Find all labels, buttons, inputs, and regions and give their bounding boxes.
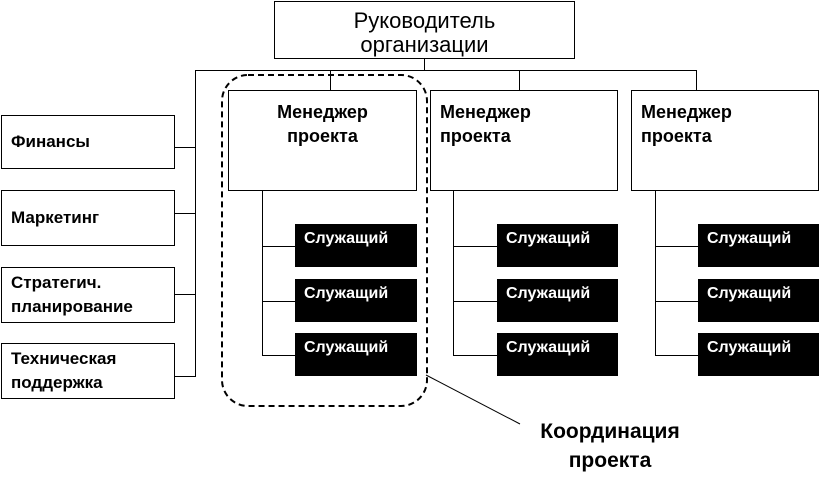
employee-box: Служащий [497, 279, 618, 322]
employee-box: Служащий [497, 333, 618, 376]
manager-label-line-1: Менеджер [277, 102, 368, 122]
department-support-box: Техническая поддержка [1, 343, 175, 399]
project-manager-box: Менеджер проекта [228, 90, 417, 191]
connector-top-bus [195, 70, 697, 71]
connector-team1-branch [262, 355, 296, 356]
connector-dept-4 [174, 376, 196, 377]
manager-label-line-2: проекта [641, 126, 712, 146]
department-finance-box: Финансы [1, 115, 175, 169]
connector-dept-spine [195, 70, 196, 377]
employee-box: Служащий [295, 279, 417, 322]
connector-head-down [424, 58, 425, 71]
connector-dept-1 [174, 147, 196, 148]
department-label-line-1: Техническая [11, 349, 117, 368]
manager-label-line-2: проекта [440, 126, 511, 146]
connector-team1-branch [262, 246, 296, 247]
connector-team3-branch [655, 301, 698, 302]
connector-team2-trunk [453, 190, 454, 355]
connector-mgr3-drop [696, 70, 697, 91]
connector-mgr2-drop [519, 70, 520, 91]
manager-label-line-2: проекта [287, 126, 358, 146]
coordination-line-2: проекта [568, 449, 652, 472]
connector-team1-branch [262, 301, 296, 302]
coordination-dashed-outline [221, 74, 428, 407]
department-label: Маркетинг [11, 208, 100, 227]
department-label-line-2: планирование [11, 297, 133, 316]
connector-team2-branch [453, 246, 497, 247]
employee-box: Служащий [497, 224, 618, 267]
connector-mgr1-drop [330, 70, 331, 91]
head-line-2: организации [360, 32, 489, 57]
employee-box: Служащий [295, 333, 417, 376]
department-strategy-box: Стратегич. планирование [1, 267, 175, 323]
coordination-line-1: Координация [540, 420, 680, 443]
employee-box: Служащий [698, 224, 819, 267]
coordination-pointer-line [425, 374, 521, 425]
connector-team2-branch [453, 301, 497, 302]
connector-team1-trunk [262, 190, 263, 355]
connector-dept-2 [174, 213, 196, 214]
department-label-line-1: Стратегич. [11, 273, 102, 292]
department-label-line-2: поддержка [11, 373, 103, 392]
project-manager-box: Менеджер проекта [430, 90, 618, 191]
employee-box: Служащий [698, 333, 819, 376]
coordination-label: Координация проекта [520, 417, 700, 475]
connector-team3-branch [655, 355, 698, 356]
project-manager-box: Менеджер проекта [631, 90, 819, 191]
manager-label-line-1: Менеджер [641, 102, 732, 122]
connector-team3-trunk [655, 190, 656, 355]
department-label: Финансы [11, 132, 90, 151]
employee-box: Служащий [295, 224, 417, 267]
head-of-organization-box: Руководитель организации [274, 1, 575, 59]
department-marketing-box: Маркетинг [1, 190, 175, 246]
manager-label-line-1: Менеджер [440, 102, 531, 122]
connector-team2-branch [453, 355, 497, 356]
employee-box: Служащий [698, 279, 819, 322]
head-line-1: Руководитель [353, 8, 496, 33]
connector-team3-branch [655, 246, 698, 247]
connector-dept-3 [174, 294, 196, 295]
